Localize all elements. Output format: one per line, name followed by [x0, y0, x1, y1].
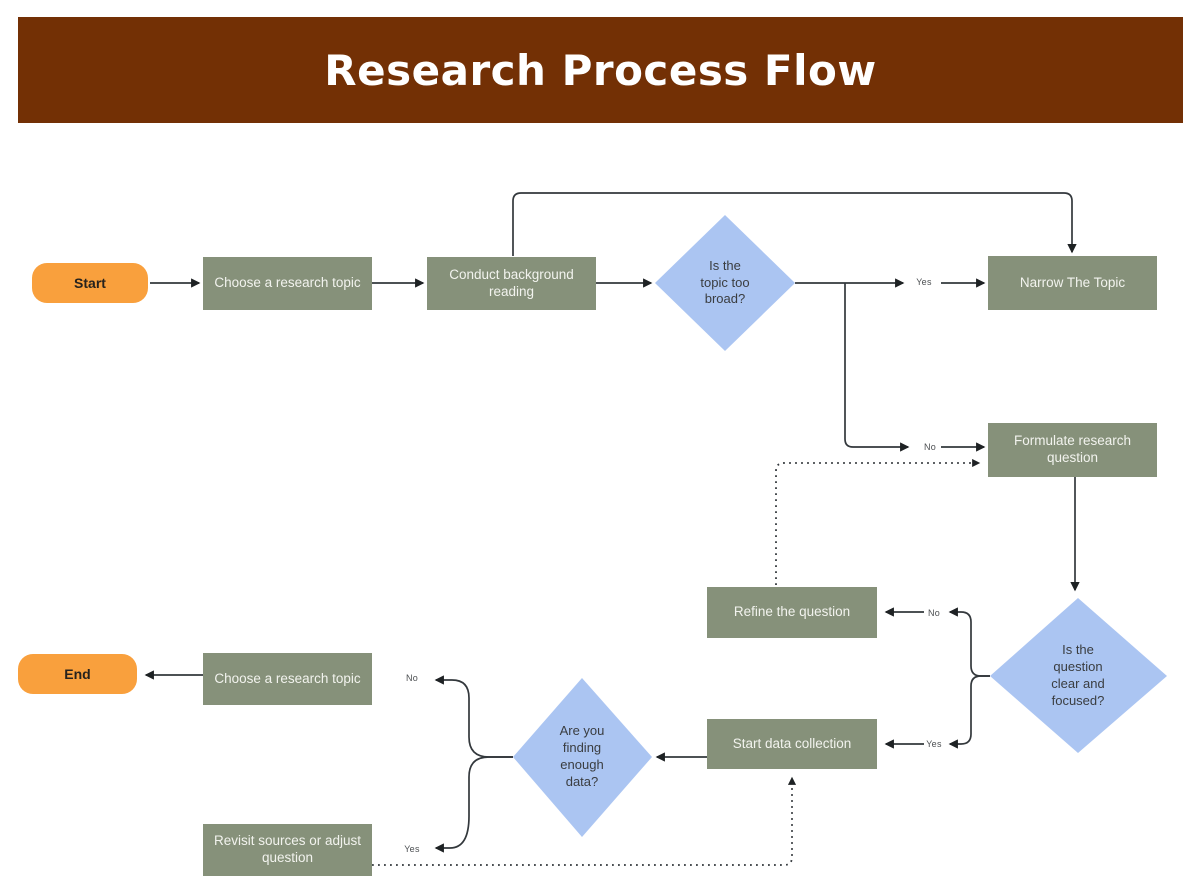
- conduct-reading-shape: [427, 257, 596, 310]
- choose-topic-again-shape: [203, 653, 372, 705]
- decision-topic-too-broad: Is the topic too broad?: [700, 257, 750, 307]
- connector-refine-to-formulate-dotted: [775, 458, 981, 585]
- finding-enough-data-diamond: [513, 678, 652, 837]
- node-end: End: [64, 666, 91, 682]
- node-formulate-question: Formulate research question: [1013, 433, 1132, 465]
- edge-label-enough-data-no: No: [405, 673, 419, 683]
- connector-conduct-top-to-narrow: [512, 192, 1077, 256]
- header-banner: Research Process Flow: [18, 17, 1183, 123]
- edge-label-question-clear-no: No: [927, 608, 941, 618]
- topic-too-broad-diamond: [655, 215, 795, 351]
- node-refine-question: Refine the question: [733, 604, 851, 620]
- connector-clear-yes-branch: [948, 675, 990, 749]
- node-revisit-sources: Revisit sources or adjust question: [213, 833, 362, 865]
- choose-topic-shape: [203, 257, 372, 310]
- formulate-question-shape: [988, 423, 1157, 477]
- connector-enough-yes-branch: [434, 756, 513, 853]
- connector-clear-no-branch: [948, 607, 990, 677]
- decision-question-clear: Is the question clear and focused?: [1051, 642, 1105, 708]
- node-conduct-reading: Conduct background reading: [449, 266, 574, 299]
- node-choose-topic: Choose a research topic: [214, 275, 361, 291]
- edge-label-enough-data-yes: Yes: [404, 844, 420, 854]
- edge-label-topic-broad-yes: Yes: [916, 277, 932, 287]
- start-data-collection-shape: [707, 719, 877, 769]
- node-narrow-topic: Narrow The Topic: [1019, 274, 1126, 290]
- node-start: Start: [74, 275, 106, 291]
- refine-question-shape: [707, 587, 877, 638]
- decision-finding-enough-data: Are you finding enough data?: [559, 723, 605, 789]
- start-node-shape: [32, 263, 148, 303]
- end-node-shape: [18, 654, 137, 694]
- node-start-data-collection: Start data collection: [732, 735, 852, 751]
- page-title: Research Process Flow: [324, 45, 877, 95]
- connector-enough-no-branch: [434, 675, 513, 758]
- edge-label-question-clear-yes: Yes: [926, 739, 942, 749]
- question-clear-diamond: [990, 598, 1167, 753]
- revisit-sources-shape: [203, 824, 372, 876]
- narrow-topic-shape: [988, 256, 1157, 310]
- edge-label-topic-broad-no: No: [923, 442, 937, 452]
- node-choose-topic-again: Choose a research topic: [214, 670, 361, 686]
- connector-broad-no-line: [844, 283, 910, 452]
